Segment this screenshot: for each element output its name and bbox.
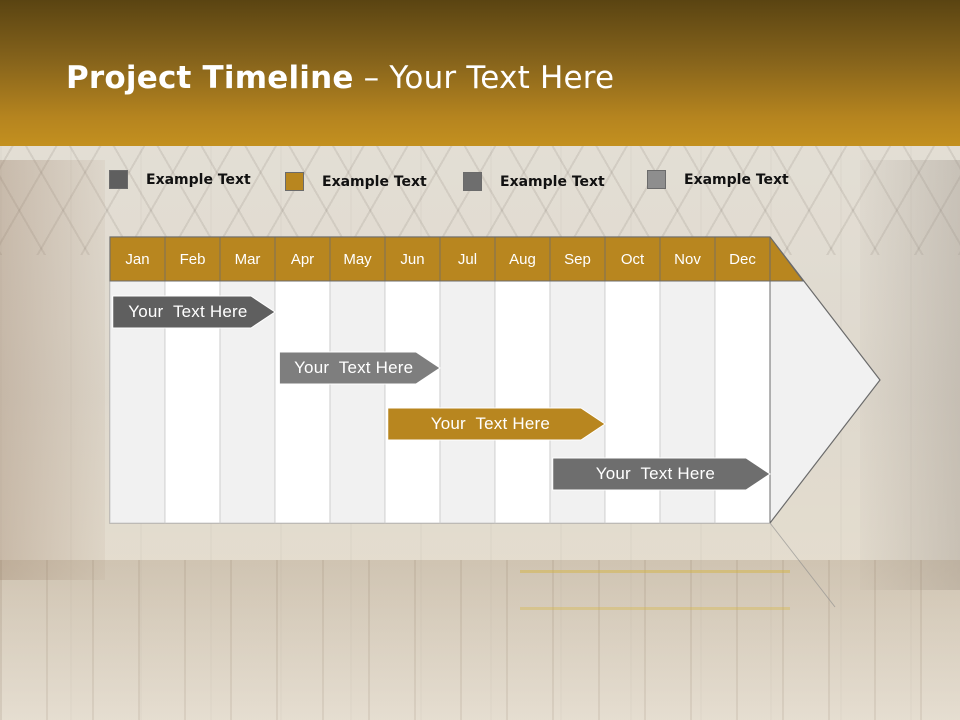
month-label: May [343, 250, 372, 268]
legend-label: Example Text [500, 173, 605, 190]
legend: Example Text Example Text Example Text E… [0, 170, 960, 194]
month-dividers [164, 237, 771, 523]
month-column [494, 280, 551, 524]
legend-label: Example Text [322, 173, 427, 190]
task-label[interactable]: Your Text Here [128, 302, 248, 321]
month-column [274, 280, 331, 524]
month-columns [109, 280, 771, 524]
month-label: Mar [234, 250, 261, 268]
slide-header: Project Timeline – Your Text Here [0, 0, 960, 146]
legend-swatch [285, 172, 304, 191]
month-label: Apr [290, 250, 315, 268]
month-label: Nov [674, 250, 701, 268]
legend-item[interactable]: Example Text [285, 172, 427, 191]
slide-title[interactable]: Project Timeline – Your Text Here [66, 60, 614, 96]
task-arrows [112, 295, 771, 491]
task-label[interactable]: Your Text Here [294, 358, 414, 377]
month-label: Jul [457, 250, 478, 268]
month-label: Jan [125, 250, 150, 268]
month-label: Aug [509, 250, 536, 268]
month-column [439, 280, 496, 524]
task-label[interactable]: Your Text Here [595, 464, 715, 483]
month-label: Sep [564, 250, 591, 268]
legend-swatch [109, 170, 128, 189]
month-label: Oct [620, 250, 645, 268]
month-label: Jun [400, 250, 425, 268]
legend-swatch [647, 170, 666, 189]
month-label: Feb [179, 250, 206, 268]
title-rest: – Your Text Here [353, 60, 615, 96]
task-arrow[interactable] [552, 457, 771, 491]
legend-item[interactable]: Example Text [647, 170, 789, 189]
legend-swatch [463, 172, 482, 191]
task-arrow[interactable] [112, 295, 276, 329]
month-label: Dec [729, 250, 756, 268]
legend-item[interactable]: Example Text [109, 170, 251, 189]
perspective-line [769, 522, 836, 608]
legend-label: Example Text [684, 171, 789, 188]
legend-label: Example Text [146, 171, 251, 188]
task-arrow[interactable] [278, 351, 441, 385]
task-label[interactable]: Your Text Here [430, 414, 550, 433]
month-column [329, 280, 386, 524]
title-bold: Project Timeline [66, 60, 354, 96]
task-arrow[interactable] [387, 407, 606, 441]
legend-item[interactable]: Example Text [463, 172, 605, 191]
month-column [384, 280, 441, 524]
